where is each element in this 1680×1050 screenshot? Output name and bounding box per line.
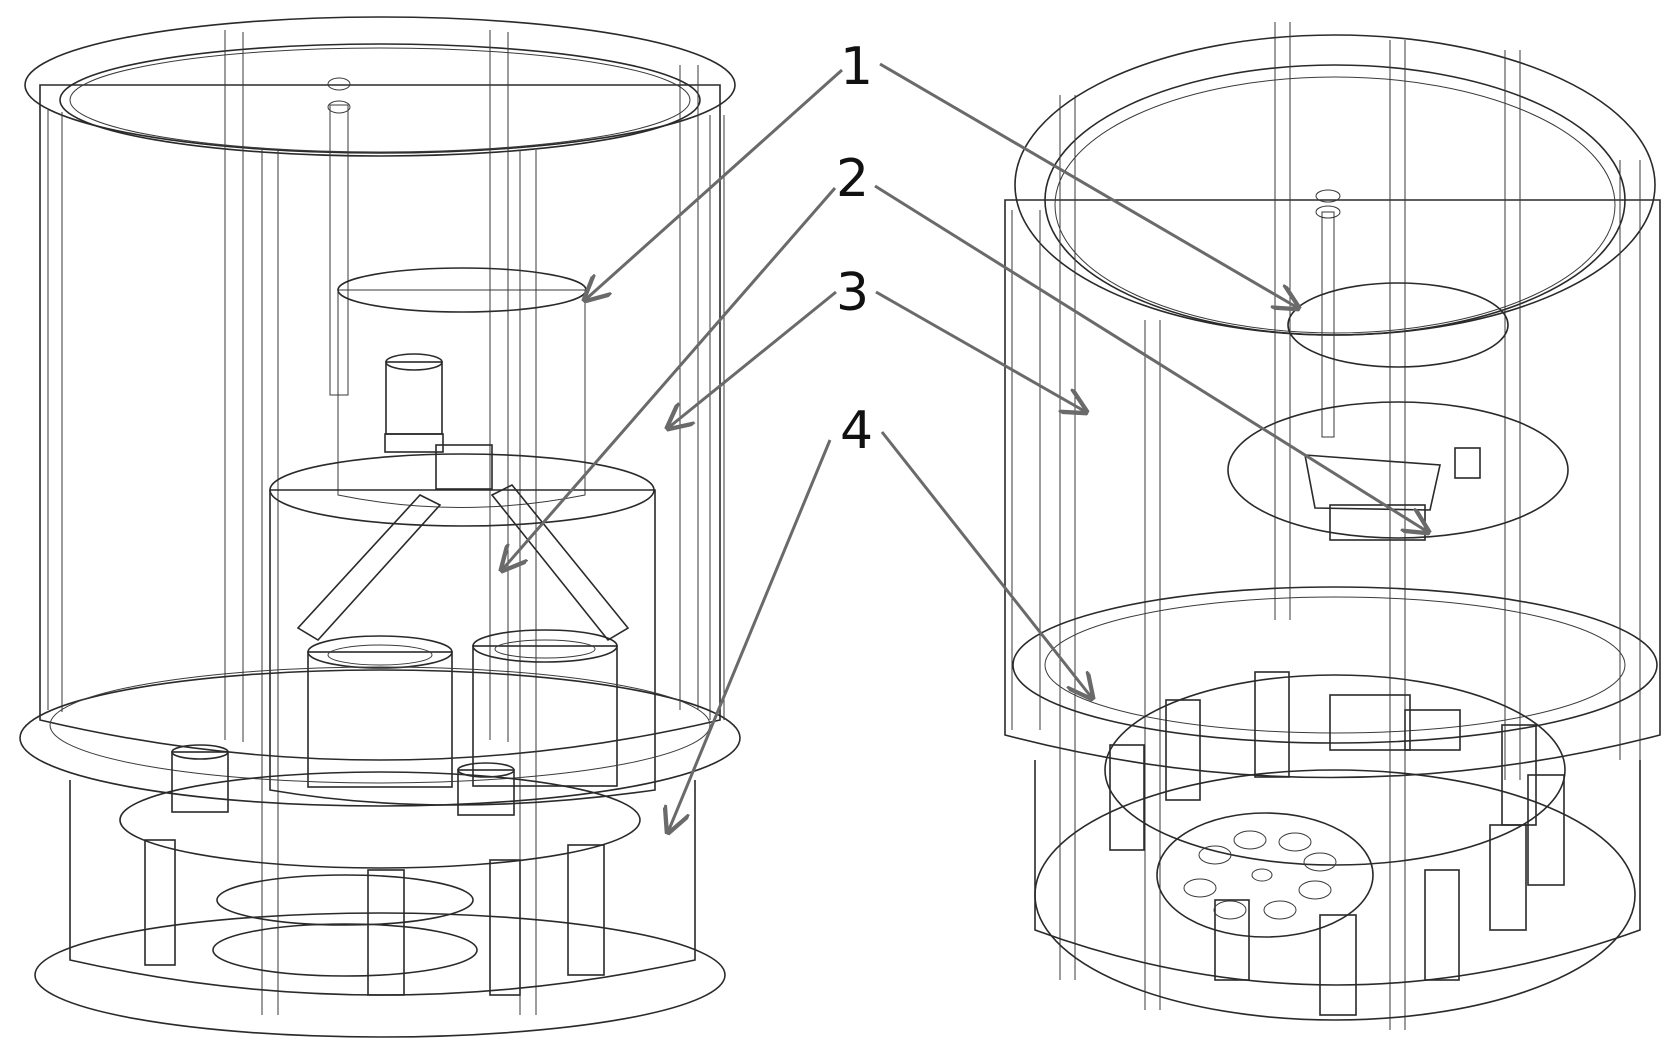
left-bottom-flange xyxy=(34,912,726,1038)
left-motor xyxy=(385,361,443,435)
left-carousel-lower xyxy=(212,923,478,977)
left-top-flange xyxy=(24,16,736,154)
left-sample-cylinder-b xyxy=(472,629,618,787)
left-sample-cylinder-a xyxy=(307,635,453,788)
label-2: 2 xyxy=(836,149,869,209)
left-inner-beaker xyxy=(337,289,586,508)
right-carousel xyxy=(1156,812,1374,938)
right-support-posts xyxy=(1109,671,1565,1016)
left-apparatus xyxy=(19,16,741,1038)
left-support-posts xyxy=(144,839,605,996)
left-outer-vessel xyxy=(39,84,721,761)
label-1: 1 xyxy=(840,37,873,97)
right-vessel-ribs xyxy=(1011,22,1641,1030)
left-dip-tube xyxy=(329,104,349,396)
left-lower-housing xyxy=(69,780,696,996)
right-bottom-flange xyxy=(1034,769,1636,1021)
right-dip-tube xyxy=(1321,211,1335,438)
right-apparatus xyxy=(1004,22,1661,1030)
right-outer-vessel xyxy=(1004,199,1661,779)
left-base-plate xyxy=(119,771,641,869)
right-middle-flange xyxy=(1012,586,1658,744)
label-3: 3 xyxy=(836,263,869,323)
right-carousel-holes xyxy=(1183,830,1337,920)
label-4: 4 xyxy=(840,401,873,461)
leader-lines xyxy=(502,62,1428,832)
left-middle-flange xyxy=(19,669,741,807)
right-inner-beaker xyxy=(1287,282,1509,368)
right-dark-block xyxy=(1329,694,1411,751)
right-arm xyxy=(1304,454,1441,511)
left-arm-right xyxy=(490,483,630,642)
left-arm-left xyxy=(296,494,442,642)
left-carousel-upper xyxy=(216,874,474,926)
